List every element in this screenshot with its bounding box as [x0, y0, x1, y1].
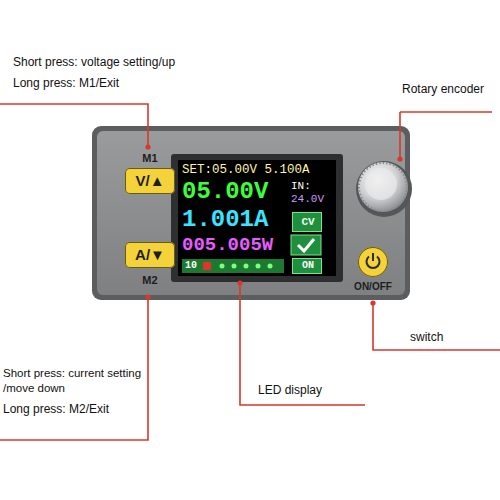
housing — [92, 126, 410, 300]
power-reading: 005.005W — [182, 235, 273, 256]
leader-line — [373, 304, 500, 350]
mode-text: CV — [293, 213, 323, 231]
output-box: ON — [292, 258, 322, 274]
rotary-knob — [358, 162, 408, 212]
power-button-face — [358, 247, 388, 277]
callout-text: Long press: M2/Exit — [3, 402, 109, 418]
callout-text: Rotary encoder — [402, 82, 484, 98]
leader-dot — [145, 144, 150, 149]
leader-dot — [237, 280, 242, 285]
button-name: M1 — [125, 151, 175, 165]
status-bar — [182, 259, 284, 273]
screen-bezel — [171, 154, 343, 282]
leader-line — [0, 104, 148, 146]
mode-box: CV — [292, 212, 322, 232]
voltage-reading: 05.00V — [182, 179, 268, 205]
button-name: ON/OFF — [343, 281, 403, 293]
callout-text: Short press: voltage setting/up — [13, 55, 175, 71]
callout-text: LED display — [258, 383, 322, 399]
status-dot — [268, 264, 273, 269]
leader-dot — [397, 156, 402, 161]
bar-value: 10 — [185, 260, 197, 272]
leader-line — [400, 112, 492, 158]
button-node: A/▼ M2 — [125, 242, 175, 290]
lcd-screen: CV ON SET:05.00V 5.100A 05.00V IN:24.0V 1.001… — [178, 160, 336, 276]
leader-dot — [370, 300, 375, 305]
knob-shadow — [356, 161, 412, 217]
knob-ridges — [359, 163, 407, 211]
button-name: M2 — [125, 273, 175, 287]
input-label: IN: — [291, 180, 311, 192]
leader-line — [240, 283, 365, 405]
power-button: ON/OFF — [343, 246, 403, 298]
set-values: SET:05.00V 5.100A — [182, 163, 310, 177]
leader-dot — [145, 294, 150, 299]
status-square — [203, 262, 211, 270]
power-icon-bar — [372, 253, 374, 261]
knob-cap — [365, 168, 397, 200]
check-box — [291, 235, 321, 255]
callout-text: Short press: current setting /move down — [3, 366, 147, 396]
button-legend: V/▲ — [125, 168, 175, 194]
status-dot — [220, 264, 225, 269]
check-mark — [298, 239, 314, 251]
status-dot — [244, 264, 249, 269]
input-voltage: 24.0V — [291, 193, 324, 205]
current-reading: 1.001A — [182, 207, 268, 233]
status-dot — [256, 264, 261, 269]
leader-line — [0, 298, 148, 440]
callout-text: Long press: M1/Exit — [13, 76, 119, 92]
status-dot — [232, 264, 237, 269]
output-state: ON — [293, 259, 323, 273]
callout-text: switch — [410, 330, 443, 346]
button-legend: A/▼ — [125, 242, 175, 268]
power-icon — [358, 247, 388, 277]
button-node: M1V/▲ — [125, 150, 175, 196]
housing-face — [97, 131, 405, 295]
